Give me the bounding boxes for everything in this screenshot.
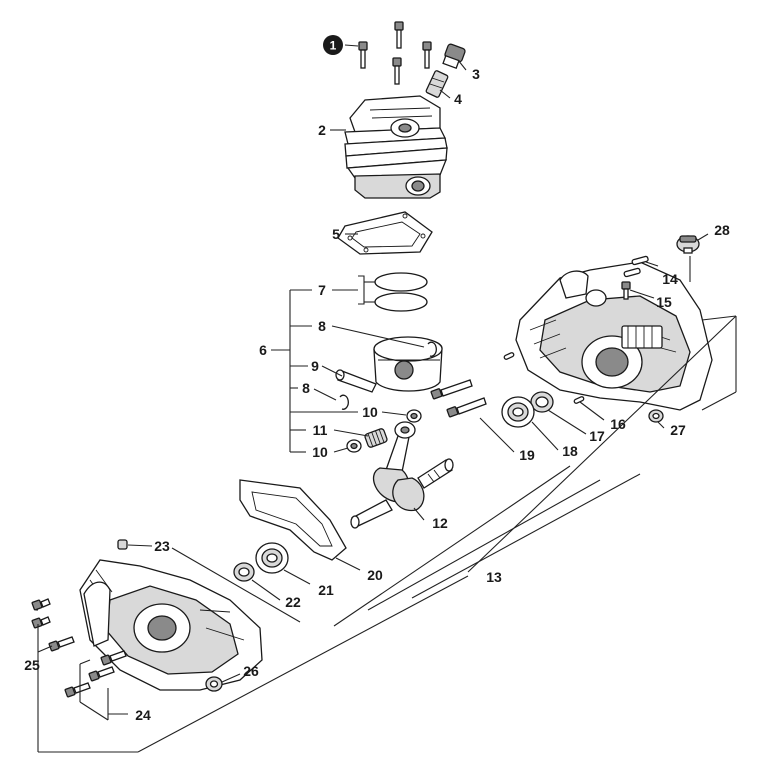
circlips xyxy=(339,341,437,410)
callout-20: 20 xyxy=(367,567,383,583)
callout-18: 18 xyxy=(562,443,578,459)
callout-17: 17 xyxy=(589,428,605,444)
callout-7: 7 xyxy=(318,282,326,298)
callout-1: 1 xyxy=(330,39,337,53)
ball-bearing-left xyxy=(255,542,289,574)
plug-26 xyxy=(205,676,223,692)
callout-27: 27 xyxy=(670,422,686,438)
callout-10a: 10 xyxy=(362,404,378,420)
callout-23: 23 xyxy=(154,538,170,554)
oil-tank-cap-28 xyxy=(676,235,700,254)
callout-10b: 10 xyxy=(312,444,328,460)
callout-14: 14 xyxy=(662,271,678,287)
callout-24: 24 xyxy=(135,707,151,723)
callout-13: 13 xyxy=(486,569,502,585)
dowel-23 xyxy=(117,539,128,550)
callout-28: 28 xyxy=(714,222,730,238)
callout-12: 12 xyxy=(432,515,448,531)
callout-25: 25 xyxy=(24,657,40,673)
callout-4: 4 xyxy=(454,91,462,107)
leader-lines xyxy=(36,44,737,753)
callout-6: 6 xyxy=(259,342,267,358)
oil-seal-left xyxy=(233,562,255,582)
callout-5: 5 xyxy=(332,226,340,242)
callout-16: 16 xyxy=(610,416,626,432)
screws-24 xyxy=(48,636,127,698)
callout-1-badge xyxy=(323,35,343,55)
plug-27 xyxy=(648,409,664,423)
callout-8a: 8 xyxy=(318,318,326,334)
piston-pin xyxy=(335,369,377,393)
cylinder xyxy=(344,95,448,199)
crankshaft xyxy=(350,421,454,529)
crankcase-screw-15 xyxy=(621,281,631,300)
callout-labels: 1 2 3 4 5 6 7 8 9 8 10 11 10 12 13 14 15… xyxy=(24,35,730,723)
cylinder-gasket xyxy=(337,211,433,255)
piston xyxy=(373,336,443,392)
oil-seal-right xyxy=(530,391,554,413)
callout-8b: 8 xyxy=(302,380,310,396)
callout-9: 9 xyxy=(311,358,319,374)
callout-26: 26 xyxy=(243,663,259,679)
callout-21: 21 xyxy=(318,582,334,598)
crankcase-gasket xyxy=(239,479,347,561)
crankcase-bolts-19 xyxy=(430,379,487,418)
callout-11: 11 xyxy=(313,422,328,438)
piston-rings xyxy=(374,272,428,312)
dowel-pins xyxy=(623,255,649,278)
crankcase-left xyxy=(79,559,263,691)
screws-25 xyxy=(31,598,51,629)
cylinder-bolts xyxy=(358,21,432,85)
callout-19: 19 xyxy=(519,447,535,463)
callout-15: 15 xyxy=(656,294,672,310)
crankcase-right xyxy=(515,261,713,411)
small-dowel-16 xyxy=(503,352,585,404)
spark-plug-cap xyxy=(442,43,466,69)
callout-3: 3 xyxy=(472,66,480,82)
decompression-valve xyxy=(425,70,449,98)
callout-2: 2 xyxy=(318,122,326,138)
ball-bearing-right xyxy=(501,396,535,428)
washers-and-bearing xyxy=(346,409,422,453)
callout-22: 22 xyxy=(285,594,301,610)
